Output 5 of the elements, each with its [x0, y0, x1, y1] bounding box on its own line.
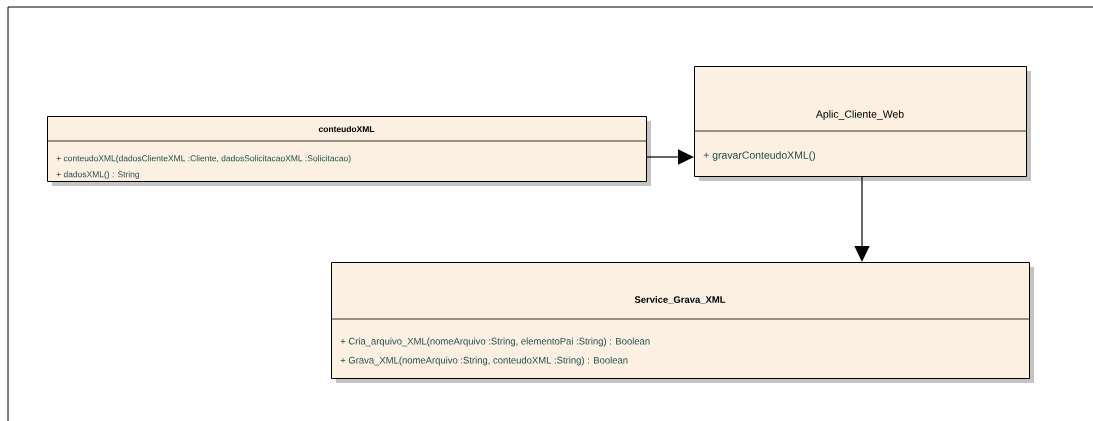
class-box: Aplic_Cliente_Web + gravarConteudoXML()	[693, 66, 1031, 181]
arrow	[646, 149, 694, 165]
class-box: conteudoXML + conteudoXML(dadosClienteXML :Cliente, dadosSolicitacaoXML :Solicitacao) + dadosXML() : String	[46, 116, 651, 186]
arrow	[854, 176, 870, 262]
class-box: Service_Grava_XML + Cria_arquivo_XML(nomeArquivo :String, elementoPai :String) : Boolean + Grava_XML(nomeArquivo :String, conteudoXML :String) : Boolean	[330, 262, 1034, 383]
